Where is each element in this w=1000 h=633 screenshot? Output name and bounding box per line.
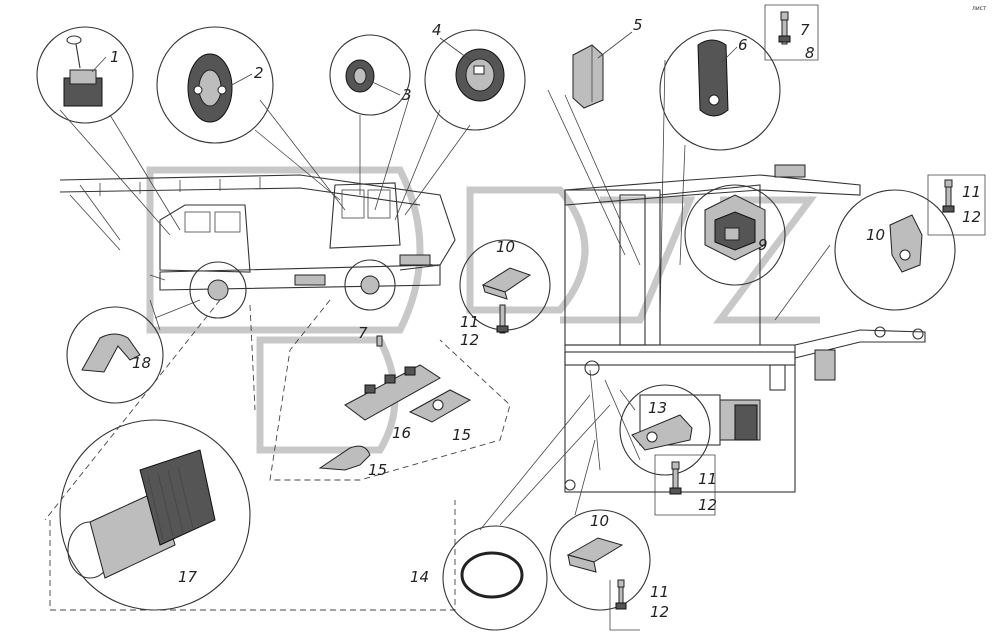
detail-18 xyxy=(66,299,201,404)
detail-17 xyxy=(59,419,251,611)
callout-18: 18 xyxy=(132,354,151,372)
detail-3 xyxy=(329,34,411,116)
callout-3: 3 xyxy=(402,86,412,104)
callout-10c: 10 xyxy=(590,512,609,530)
callout-13: 13 xyxy=(648,399,667,417)
callout-16: 16 xyxy=(392,424,411,442)
detail-4 xyxy=(424,29,526,131)
dashed-boundary xyxy=(44,299,511,611)
callout-2: 2 xyxy=(254,64,264,82)
detail-10-11-12-bottom xyxy=(549,509,651,631)
callout-11d: 11 xyxy=(650,583,669,601)
corner-mark: лист xyxy=(972,5,987,12)
callout-15a: 15 xyxy=(452,426,471,444)
callout-12c: 12 xyxy=(698,496,717,514)
detail-2 xyxy=(156,26,274,144)
callout-17: 17 xyxy=(178,568,198,586)
callout-1: 1 xyxy=(110,48,120,66)
callout-6: 6 xyxy=(738,36,748,54)
callout-numbers: 1 2 3 4 5 6 7 8 9 10 11 12 10 11 12 11 1… xyxy=(91,16,981,621)
callout-4: 4 xyxy=(432,21,442,39)
inset-11-12-right xyxy=(927,174,986,236)
detail-1 xyxy=(36,26,134,124)
detail-14 xyxy=(442,525,548,631)
callout-12a: 12 xyxy=(460,331,479,349)
callout-9: 9 xyxy=(758,236,768,254)
callout-7a: 7 xyxy=(800,21,810,39)
callout-11b: 11 xyxy=(962,183,981,201)
callout-7b: 7 xyxy=(358,324,368,342)
detail-10-11-12-middle xyxy=(459,239,551,334)
inset-7-8 xyxy=(764,4,819,61)
crane-body-side xyxy=(564,164,926,493)
callout-14: 14 xyxy=(410,568,429,586)
callout-10b: 10 xyxy=(866,226,885,244)
inset-11-12-lower xyxy=(654,454,716,516)
callout-11a: 11 xyxy=(460,313,479,331)
detail-13 xyxy=(619,384,711,476)
lower-leader-lines xyxy=(479,389,636,531)
parts-15-16 xyxy=(318,335,472,471)
callout-15b: 15 xyxy=(368,461,387,479)
detail-10-right xyxy=(774,189,956,321)
crane-truck xyxy=(59,174,456,319)
callout-11c: 11 xyxy=(698,470,717,488)
callout-5: 5 xyxy=(633,16,643,34)
leader-lines xyxy=(59,59,686,321)
callout-10a: 10 xyxy=(496,238,515,256)
callout-8: 8 xyxy=(805,44,815,62)
detail-9 xyxy=(684,184,786,286)
detail-6 xyxy=(659,29,781,151)
part-5 xyxy=(572,44,604,109)
callout-12b: 12 xyxy=(962,208,981,226)
callout-12d: 12 xyxy=(650,603,669,621)
